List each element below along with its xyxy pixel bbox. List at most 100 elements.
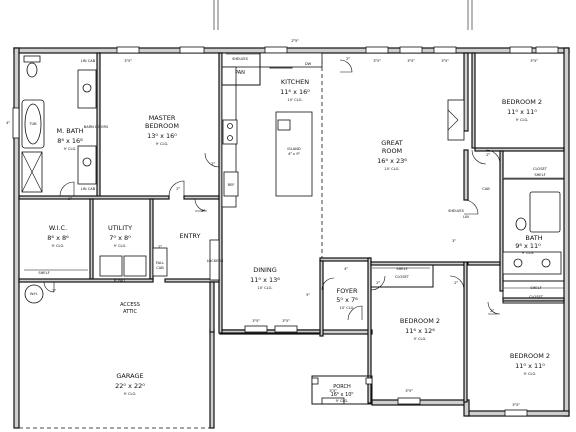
bedroom-2-mid-size: 11⁶ x 12⁶ (405, 327, 435, 335)
access-attic-label-2: ATTIC (123, 309, 138, 315)
tub-label: TUB (28, 122, 37, 126)
ref-label: REF (228, 183, 235, 187)
entry-name: ENTRY (179, 232, 200, 240)
bedroom-2-top-size: 11⁰ x 11⁰ (507, 108, 537, 116)
access-attic-label-1: ACCESS (120, 302, 140, 308)
window-label-master: 3⁰5⁰ (124, 59, 132, 63)
door-label-13: 5⁰ (306, 293, 310, 297)
master-bedroom-name-1: MASTER (149, 114, 176, 122)
dining-ceiling: 10' CLG. (257, 286, 272, 290)
door-label-7: 2⁸ (486, 153, 490, 157)
room-labels: MASTER BEDROOM 13⁰ x 16⁰ 9' CLG. M. BATH… (47, 70, 550, 403)
door-label-11: 2⁸ (490, 309, 494, 313)
wic-size: 8⁶ x 8⁶ (47, 234, 69, 242)
closet-label-top: CLOSET (533, 167, 548, 171)
bedroom-2-low-size: 11⁰ x 11⁰ (515, 362, 545, 370)
island-name: ISLAND (287, 147, 301, 151)
door-label-3: 2⁸ (201, 209, 205, 213)
windows (12, 46, 559, 417)
window-label-great-right: 3⁰5⁰ (441, 59, 449, 63)
window-label-porch: 3⁰5⁰ (329, 389, 337, 393)
island-size: 4⁶ x 9⁰ (288, 152, 300, 156)
roof-lines (213, 0, 473, 30)
door-label-8: 3⁰ (452, 239, 456, 243)
cab-label: CAB (482, 187, 490, 191)
porch-ceiling: 9' CLG. (336, 399, 349, 403)
door-label-4: 2⁸ (158, 245, 162, 249)
foyer-ceiling: 10' CLG. (339, 306, 354, 310)
garage-name: GARAGE (116, 372, 143, 380)
master-bedroom-ceiling: 9' CLG. (156, 142, 169, 146)
door-label-6: 2⁸ (346, 57, 350, 61)
utility-name: UTILITY (108, 224, 132, 232)
bath-ceiling: 9' CLG. (522, 251, 535, 255)
shelf-label-mid: SHELF (396, 267, 407, 271)
bedroom-2-low-name: BEDROOM 2 (510, 352, 550, 360)
kitchen-ceiling: 10' CLG. (287, 98, 302, 102)
m-bath-name: M. BATH (57, 127, 84, 135)
door-label-10: 2⁸ (454, 281, 458, 285)
master-bedroom-name-2: BEDROOM (145, 122, 179, 130)
utility-ceiling: 9' CLG. (114, 244, 127, 248)
shelf-label-wic: SHELF (38, 271, 49, 275)
pan-name: PAN (235, 70, 245, 76)
window-labels: 3⁰5⁰ 2⁸ 5⁰ 3⁰5⁰ 3⁰5⁰ 3⁰5⁰ 3⁰5⁰ 4⁰ 3⁰5⁰ 3⁰… (6, 39, 538, 407)
bedroom-2-mid-ceiling: 9' CLG. (414, 337, 427, 341)
porch-size: 16⁶ x 10⁰ (331, 392, 354, 398)
closet-label-mid: CLOSET (395, 275, 410, 279)
wic-ceiling: 9' CLG. (52, 244, 65, 248)
bath-name: BATH (525, 234, 542, 242)
master-bedroom-size: 13⁰ x 16⁰ (147, 132, 177, 140)
wic-name: W.I.C. (49, 224, 67, 232)
great-room-size: 16⁴ x 23⁶ (377, 157, 407, 165)
dining-size: 11⁰ x 13⁶ (250, 276, 280, 284)
door-label-9: 2⁶ (376, 281, 380, 285)
window-label-dining-a: 3⁰5⁰ (252, 319, 260, 323)
porch-name: PORCH (333, 384, 351, 390)
shelf-label-top: SHELF (534, 173, 545, 177)
bedroom-2-low-ceiling: 9' CLG. (524, 372, 537, 376)
door-label-2: 2⁸ (176, 187, 180, 191)
great-room-name-2: ROOM (382, 147, 402, 155)
m-bath-size: 8⁶ x 16⁸ (57, 137, 83, 145)
garage-ceiling: 9' CLG. (124, 392, 137, 396)
lin-cab-2: LIN CAB (81, 187, 96, 191)
kitchen-name: KITCHEN (281, 78, 309, 86)
door-label-5: 2⁸ (211, 162, 215, 166)
shelves-label-great: SHELVES (448, 209, 465, 213)
window-label-bed-low: 3⁰5⁰ (512, 403, 520, 407)
fixture-labels: CLOSET SHELF CLOSET SHELF CLOSET SHELF S… (28, 57, 547, 315)
window-label-dining-b: 3⁰5⁰ (282, 319, 290, 323)
shelves-label-kitchen: SHELVES (232, 57, 249, 61)
window-label-great-mid: 3⁰5⁰ (407, 59, 415, 63)
wh-label: W.H. (30, 292, 38, 296)
fall-cab-label-2: CAB (156, 266, 164, 270)
lockers-label: LOCKERS (207, 259, 224, 263)
foyer-size: 5⁰ x 7⁶ (336, 296, 358, 304)
dw-label: DW (305, 62, 312, 66)
door-label-14: 2⁶ (52, 289, 56, 293)
great-room-name-1: GREAT (381, 139, 403, 147)
door-label-1: 2⁸ (68, 197, 72, 201)
window-label-bed-top: 3⁰5⁰ (530, 59, 538, 63)
bedroom-2-top-name: BEDROOM 2 (502, 98, 542, 106)
bedroom-2-mid-name: BEDROOM 2 (400, 317, 440, 325)
lin-label: LIN (463, 215, 469, 219)
window-label-mbath: 4⁰ (6, 121, 10, 125)
fixtures (21, 52, 565, 304)
great-room-ceiling: 10' CLG. (384, 167, 399, 171)
window-label-great-left: 3⁰5⁰ (373, 59, 381, 63)
fall-cab-label-1: FALL (156, 261, 164, 265)
m-bath-ceiling: 9' CLG. (64, 147, 77, 151)
utility-size: 7⁰ x 8⁰ (109, 234, 131, 242)
garage-size: 22⁰ x 22⁰ (115, 382, 145, 390)
bedroom-2-top-ceiling: 9' CLG. (516, 118, 529, 122)
porch-structure (213, 330, 373, 428)
door-label-12: 4⁰ (344, 267, 348, 271)
door-labels: 2⁸ 2⁸ 2⁸ 2⁸ 2⁸ 2⁸ 2⁸ 3⁰ 2⁶ 2⁸ 2⁸ 4⁰ 5⁰ 2… (52, 57, 494, 313)
interior-walls (18, 52, 565, 404)
barn-doors-label: BARN DOORS (84, 125, 109, 129)
window-label-bed-mid: 3⁰5⁰ (405, 389, 413, 393)
mini-fall-label: 8' FALL (114, 279, 127, 283)
